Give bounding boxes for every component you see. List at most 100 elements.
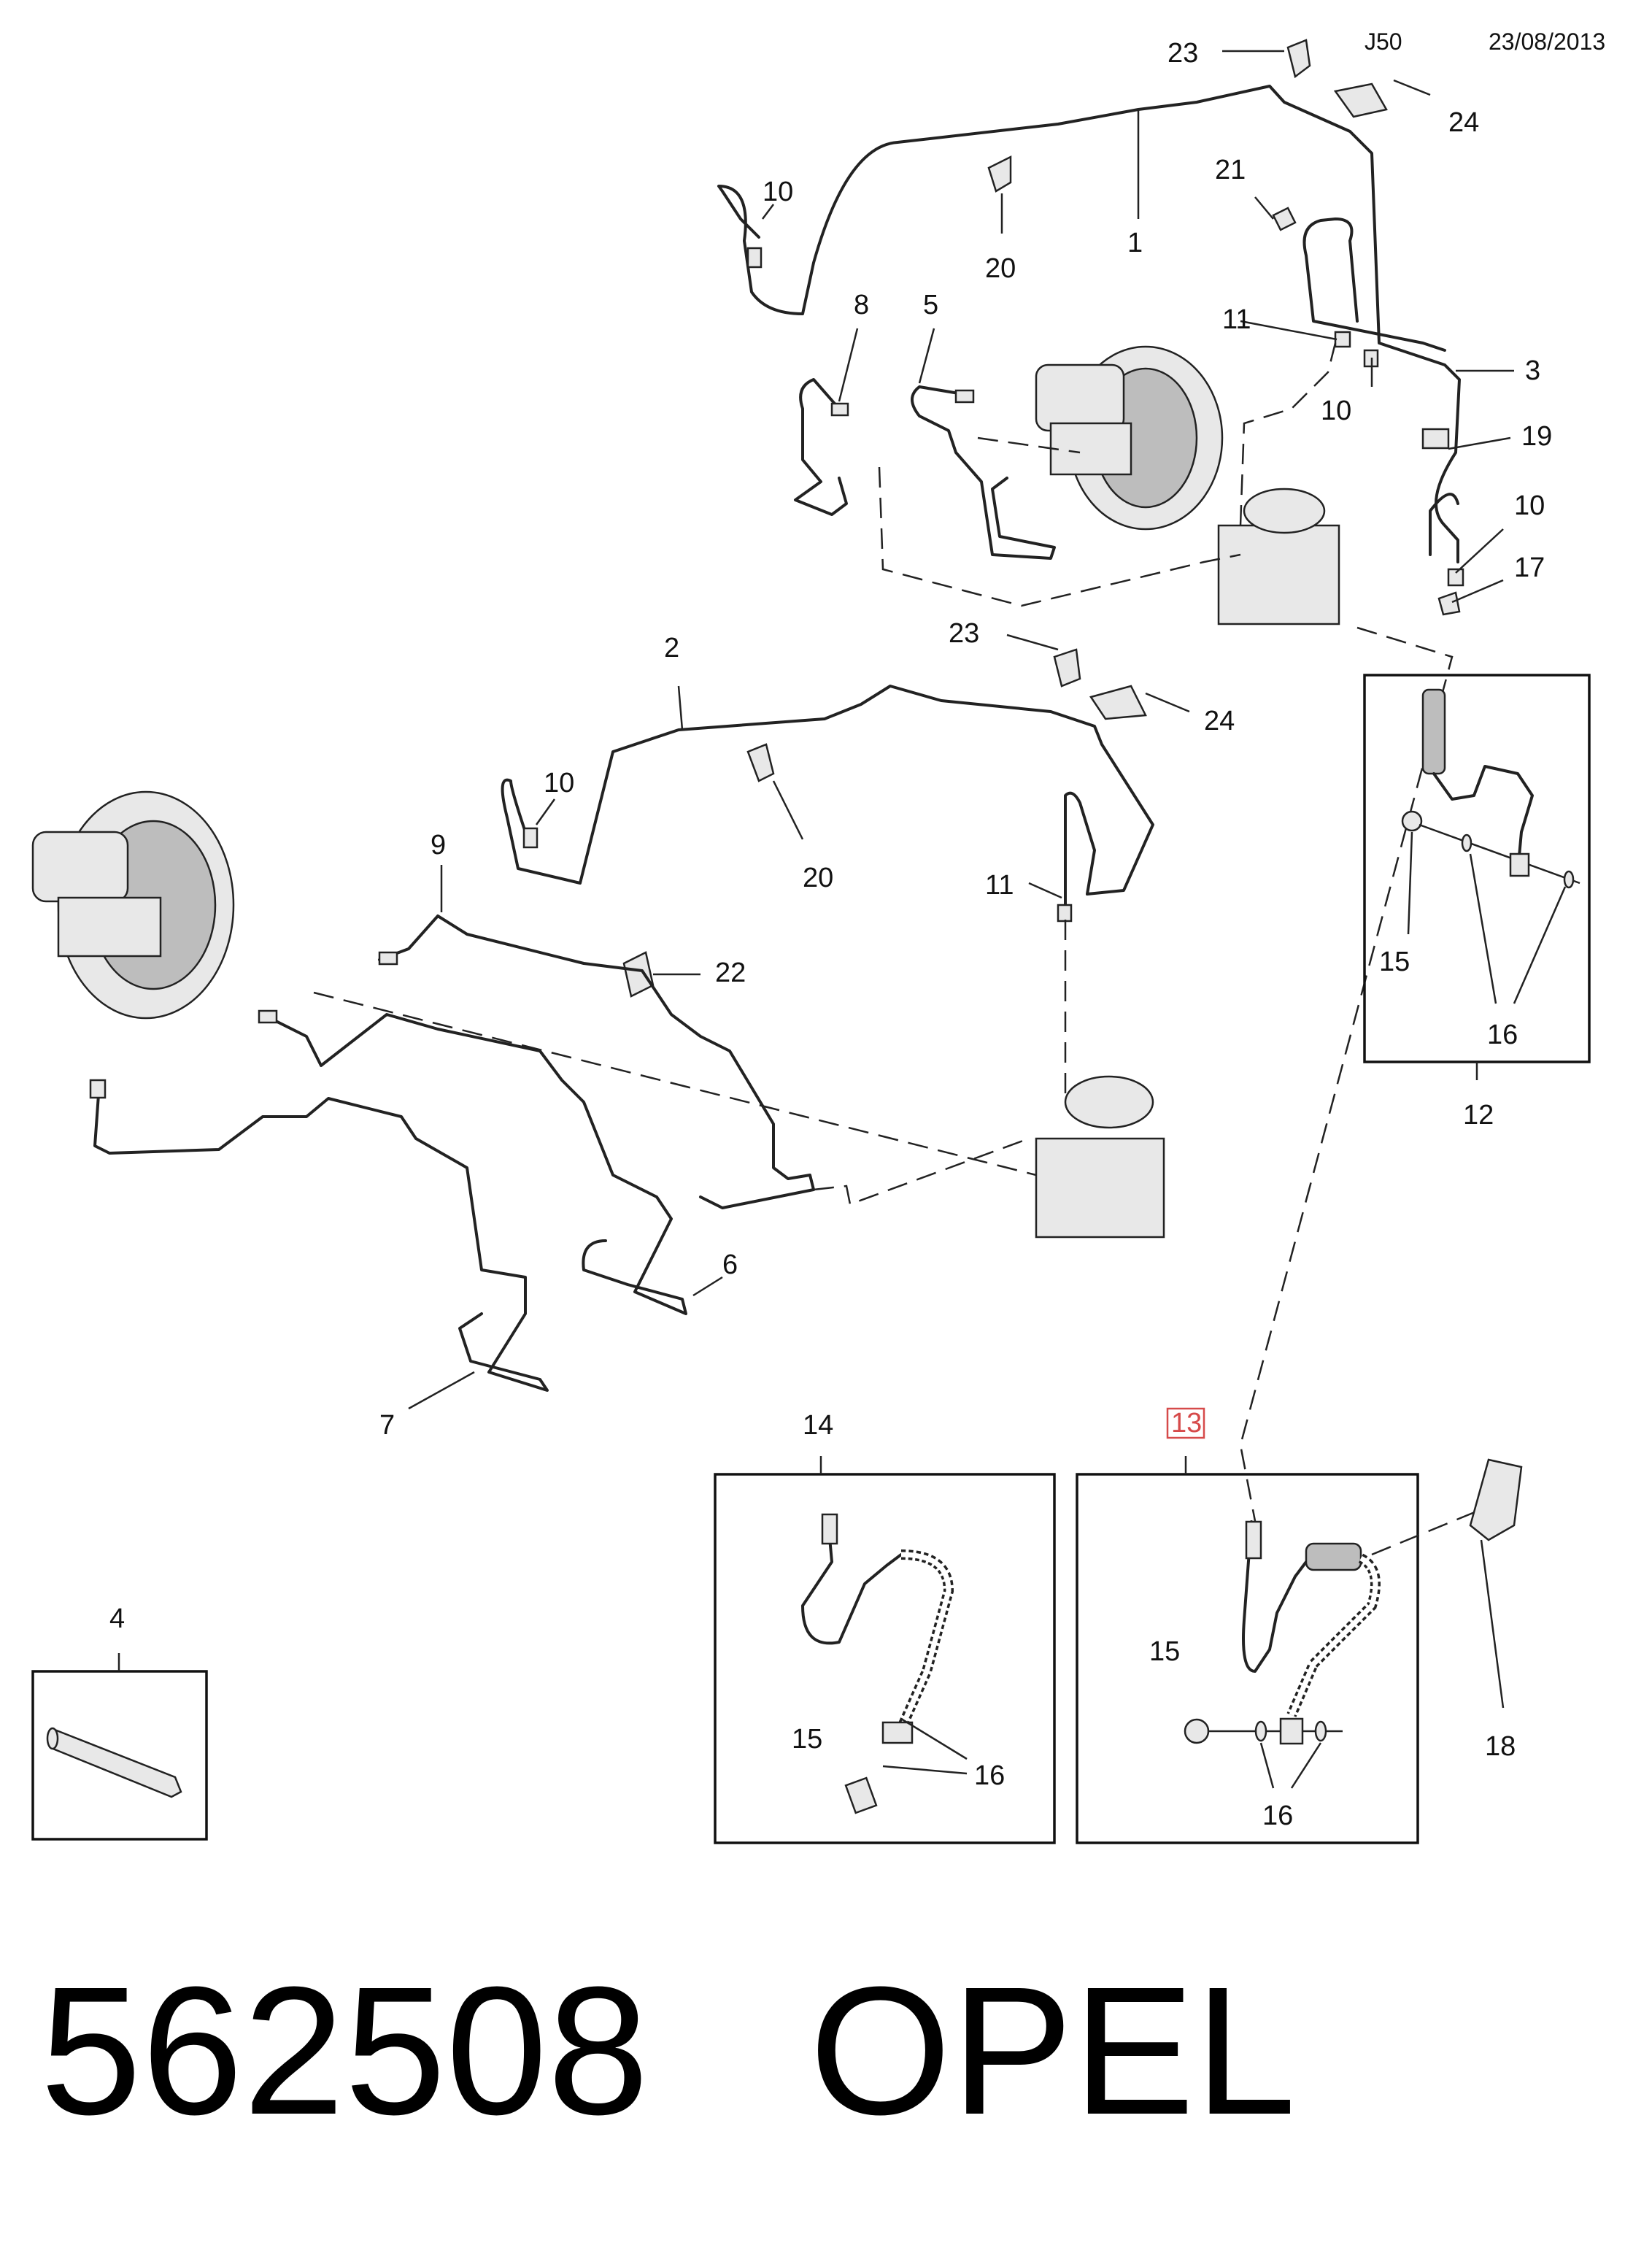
fitting-5[interactable] — [954, 389, 975, 404]
bolt-15-c[interactable] — [1184, 1718, 1210, 1744]
fitting-6[interactable] — [258, 1009, 278, 1024]
fitting-7[interactable] — [89, 1079, 107, 1099]
callout-6[interactable]: 6 — [722, 1249, 738, 1280]
brake-pipe-8[interactable] — [794, 378, 848, 516]
callout-17[interactable]: 17 — [1514, 552, 1545, 583]
callout-10-a[interactable]: 10 — [763, 177, 793, 207]
callout-5[interactable]: 5 — [923, 290, 938, 320]
callout-3[interactable]: 3 — [1525, 355, 1540, 386]
clip-24-a[interactable] — [1333, 82, 1388, 118]
fitting-11-b[interactable] — [1057, 904, 1073, 923]
bracket-18[interactable] — [1469, 1458, 1523, 1541]
callout-16-a[interactable]: 16 — [1487, 1020, 1518, 1050]
callout-7[interactable]: 7 — [379, 1410, 395, 1441]
brake-pipe-9[interactable] — [378, 914, 815, 1209]
fitting-10-d[interactable] — [522, 827, 539, 849]
brake-pipe-6[interactable] — [269, 1013, 687, 1315]
callout-21[interactable]: 21 — [1215, 155, 1246, 185]
callout-11-a[interactable]: 11 — [1222, 304, 1251, 335]
fitting-11-a[interactable] — [1334, 331, 1351, 348]
clip-23-b[interactable] — [1053, 648, 1081, 688]
bolt-15-a[interactable] — [1401, 810, 1423, 832]
callout-11-b[interactable]: 11 — [985, 870, 1014, 901]
callout-12[interactable]: 12 — [1463, 1100, 1494, 1131]
leader-11-abs — [1239, 342, 1337, 526]
callout-22[interactable]: 22 — [715, 958, 746, 988]
callout-16-b[interactable]: 16 — [974, 1760, 1005, 1791]
leader-5-mc — [977, 436, 1081, 454]
detail-box-14 — [714, 1456, 1056, 1844]
clip-21[interactable] — [1272, 207, 1297, 231]
clip-20-a[interactable] — [987, 155, 1012, 193]
header-code: J50 — [1365, 28, 1402, 55]
brake-pipe-1[interactable] — [717, 85, 1461, 563]
callout-leaders — [408, 50, 1514, 1410]
clip-17[interactable] — [1437, 591, 1461, 616]
callout-15-c[interactable]: 15 — [1149, 1636, 1180, 1667]
fitting-8[interactable] — [830, 402, 849, 417]
washer-16-c[interactable] — [1254, 1720, 1267, 1742]
hose-12-body[interactable] — [1421, 688, 1446, 775]
leader-6-abs — [813, 1137, 1030, 1206]
detail-box-13 — [1076, 1407, 1497, 1844]
detail-box-12 — [1363, 674, 1591, 1080]
callout-24-top[interactable]: 24 — [1448, 107, 1479, 138]
callout-23-mid[interactable]: 23 — [949, 618, 979, 649]
callout-4[interactable]: 4 — [109, 1603, 125, 1634]
callout-1[interactable]: 1 — [1127, 228, 1143, 258]
bolt-15-b[interactable] — [844, 1776, 878, 1814]
washer-16-a[interactable] — [1461, 833, 1472, 852]
fitting-9[interactable] — [378, 951, 398, 966]
callout-18[interactable]: 18 — [1485, 1731, 1516, 1762]
callout-numbers: 23 24 10 21 1 20 8 5 11 3 10 19 10 17 23… — [109, 38, 1552, 1831]
brake-pipe-7[interactable] — [93, 1093, 549, 1392]
washer-16-d[interactable] — [1314, 1720, 1327, 1742]
callout-10-d[interactable]: 10 — [544, 768, 574, 798]
callout-15-a[interactable]: 15 — [1379, 947, 1410, 977]
callout-8[interactable]: 8 — [854, 290, 869, 320]
callout-13[interactable]: 13 — [1171, 1408, 1202, 1439]
callout-20-b[interactable]: 20 — [803, 863, 833, 893]
fluid-reservoir-a — [1035, 363, 1125, 432]
callout-2[interactable]: 2 — [664, 633, 679, 663]
banjo-13[interactable] — [1279, 1717, 1304, 1745]
clip-23-a[interactable] — [1286, 39, 1311, 79]
leader-9-abs — [313, 991, 1037, 1177]
callout-10-b[interactable]: 10 — [1321, 396, 1351, 426]
callout-15-b[interactable]: 15 — [792, 1724, 822, 1755]
sensor-19[interactable] — [1421, 428, 1450, 450]
clip-20-b[interactable] — [746, 743, 775, 782]
fitting-13[interactable] — [1245, 1520, 1262, 1560]
middle-assembly — [31, 648, 1165, 1392]
clip-22[interactable] — [622, 951, 655, 998]
fitting-10-c[interactable] — [1447, 568, 1464, 587]
fitting-10-a[interactable] — [746, 247, 763, 269]
hose-14[interactable] — [892, 1549, 954, 1739]
pipe-14[interactable] — [801, 1520, 903, 1645]
hose-13-end[interactable] — [1305, 1542, 1362, 1571]
callout-20-a[interactable]: 20 — [985, 253, 1016, 284]
brake-pipe-5[interactable] — [911, 385, 1056, 560]
banjo-14[interactable] — [881, 1721, 914, 1744]
fitting-14[interactable] — [821, 1513, 838, 1545]
part-number: 562508 — [40, 1949, 649, 2152]
master-cylinder-b — [57, 896, 162, 958]
callout-14[interactable]: 14 — [803, 1410, 833, 1441]
callout-9[interactable]: 9 — [431, 830, 446, 860]
callout-24-mid[interactable]: 24 — [1204, 706, 1235, 736]
callout-10-c[interactable]: 10 — [1514, 490, 1545, 521]
pipe-13[interactable] — [1242, 1520, 1308, 1673]
protective-sleeve-4[interactable] — [50, 1728, 182, 1798]
detail-box-4 — [31, 1653, 208, 1841]
banjo-12[interactable] — [1509, 852, 1530, 877]
brake-pipe-2[interactable] — [501, 685, 1154, 914]
washer-16-b[interactable] — [1563, 870, 1575, 889]
clip-24-b[interactable] — [1089, 685, 1147, 720]
callout-23-top[interactable]: 23 — [1167, 38, 1198, 69]
brake-pipe-3[interactable] — [1302, 217, 1446, 352]
hose-12[interactable] — [1432, 765, 1534, 874]
master-cylinder-a — [1049, 422, 1132, 476]
callout-16-c[interactable]: 16 — [1262, 1801, 1293, 1831]
callout-19[interactable]: 19 — [1521, 421, 1552, 452]
box-12 — [1363, 674, 1591, 1063]
